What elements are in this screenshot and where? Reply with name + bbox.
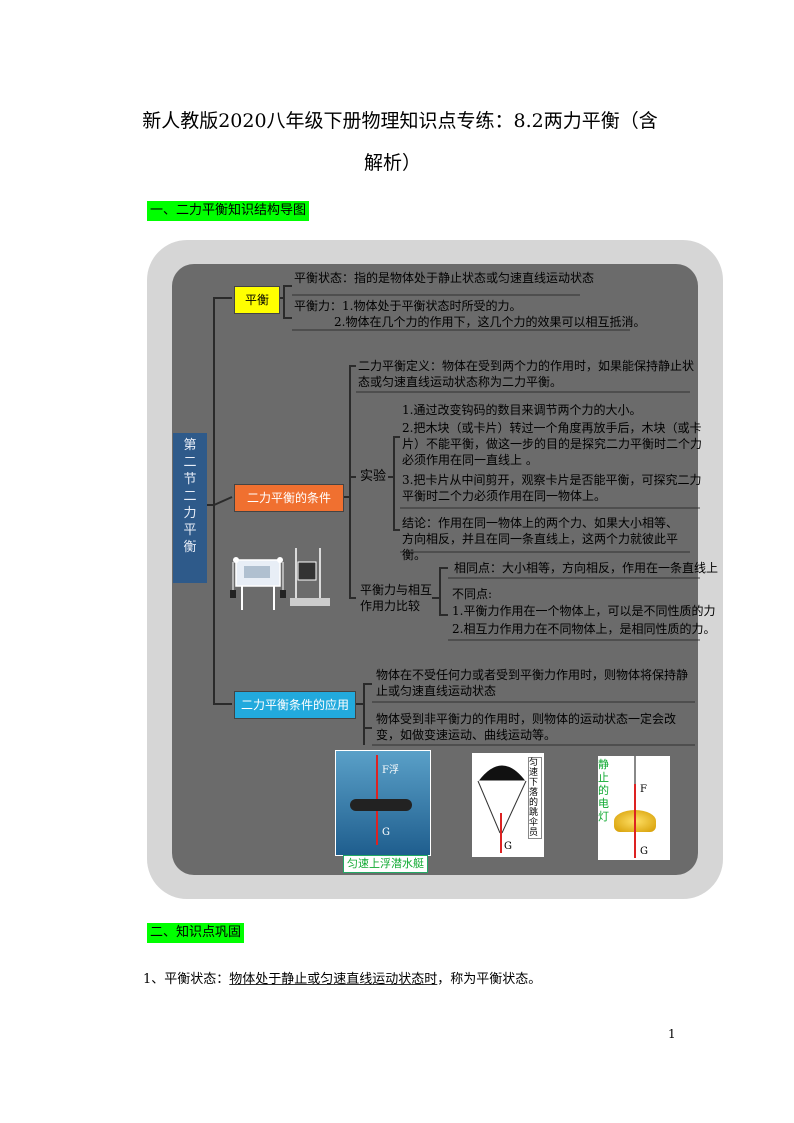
comparison-diff: 不同点: bbox=[452, 587, 493, 601]
comparison-diff-1: 1.平衡力作用在一个物体上，可以是不同性质的力 bbox=[452, 604, 716, 618]
branch-balance: 平衡 bbox=[234, 286, 280, 314]
balance-force-1: 平衡力：1.物体处于平衡状态时所受的力。 bbox=[294, 299, 522, 313]
section-heading-1: 一、二力平衡知识结构导图 bbox=[147, 201, 310, 221]
lamp-image: F G 静止的电灯 bbox=[598, 756, 670, 860]
point-1-tail: ，称为平衡状态。 bbox=[437, 972, 542, 987]
experiment-step-2: 2.把木块（或卡片）转过一个角度再放手后，木块（或卡片）不能平衡，做这一步的目的… bbox=[402, 421, 703, 467]
branch-application: 二力平衡条件的应用 bbox=[234, 691, 356, 719]
application-text-1: 物体在不受任何力或者受到平衡力作用时，则物体将保持静止或匀速直线运动状态 bbox=[376, 668, 689, 698]
submarine-gravity: G bbox=[382, 827, 390, 838]
balance-force-2: 2.物体在几个力的作用下，这几个力的效果可以相互抵消。 bbox=[334, 315, 646, 329]
two-force-definition: 二力平衡定义：物体在受到两个力的作用时，如果能保持静止状态或匀速直线运动状态称为… bbox=[358, 359, 695, 389]
comparison-diff-2: 2.相互力作用力在不同物体上，是相同性质的力。 bbox=[452, 622, 716, 636]
balance-state-text: 平衡状态：指的是物体处于静止状态或匀速直线运动状态 bbox=[294, 271, 595, 285]
point-1-underlined: 物体处于静止或匀速直线运动状态时 bbox=[229, 972, 438, 987]
comparison-label: 平衡力与相互作用力比较 bbox=[360, 583, 433, 613]
root-label: 第二节二力平衡 bbox=[183, 438, 197, 555]
submarine-force-up: F浮 bbox=[382, 765, 399, 776]
submarine-image: F浮 G bbox=[335, 750, 431, 856]
application-text-2: 物体受到非平衡力的作用时，则物体的运动状态一定会改变，如做变速运动、曲线运动等。 bbox=[376, 712, 677, 742]
doc-title-line2: 解析） bbox=[364, 152, 422, 174]
lamp-force: F bbox=[640, 784, 647, 795]
experiment-label: 实验 bbox=[360, 469, 387, 484]
experiment-apparatus-illustration bbox=[230, 548, 330, 610]
lamp-caption: 静止的电灯 bbox=[598, 758, 609, 823]
section-heading-2: 二、知识点巩固 bbox=[147, 923, 245, 943]
point-1-label: 1、平衡状态： bbox=[143, 972, 230, 987]
submarine-caption: 匀速上浮潜水艇 bbox=[343, 855, 428, 873]
parachute-gravity: G bbox=[504, 841, 512, 852]
branch-conditions: 二力平衡的条件 bbox=[234, 484, 344, 512]
mindmap-root: 第二节二力平衡 bbox=[173, 433, 207, 583]
parachute-caption: 匀速下落的跳伞员 bbox=[528, 757, 542, 839]
experiment-step-3: 3.把卡片从中间剪开，观察卡片是否能平衡，可探究二力平衡时二个力必须作用在同一物… bbox=[402, 473, 702, 503]
doc-title-line1: 新人教版2020八年级下册物理知识点专练：8.2两力平衡（含 bbox=[142, 110, 658, 132]
lamp-gravity: G bbox=[640, 846, 648, 857]
page-number: 1 bbox=[668, 1027, 676, 1041]
experiment-conclusion: 结论：作用在同一物体上的两个力、如果大小相等、方向相反，并且在同一条直线上，这两… bbox=[402, 516, 679, 562]
comparison-same: 相同点：大小相等，方向相反，作用在一条直线上 bbox=[454, 561, 719, 575]
point-1: 1、平衡状态：物体处于静止或匀速直线运动状态时，称为平衡状态。 bbox=[143, 968, 541, 987]
parachute-image: G 匀速下落的跳伞员 bbox=[472, 753, 544, 857]
experiment-step-1: 1.通过改变钩码的数目来调节两个力的大小。 bbox=[402, 403, 642, 417]
